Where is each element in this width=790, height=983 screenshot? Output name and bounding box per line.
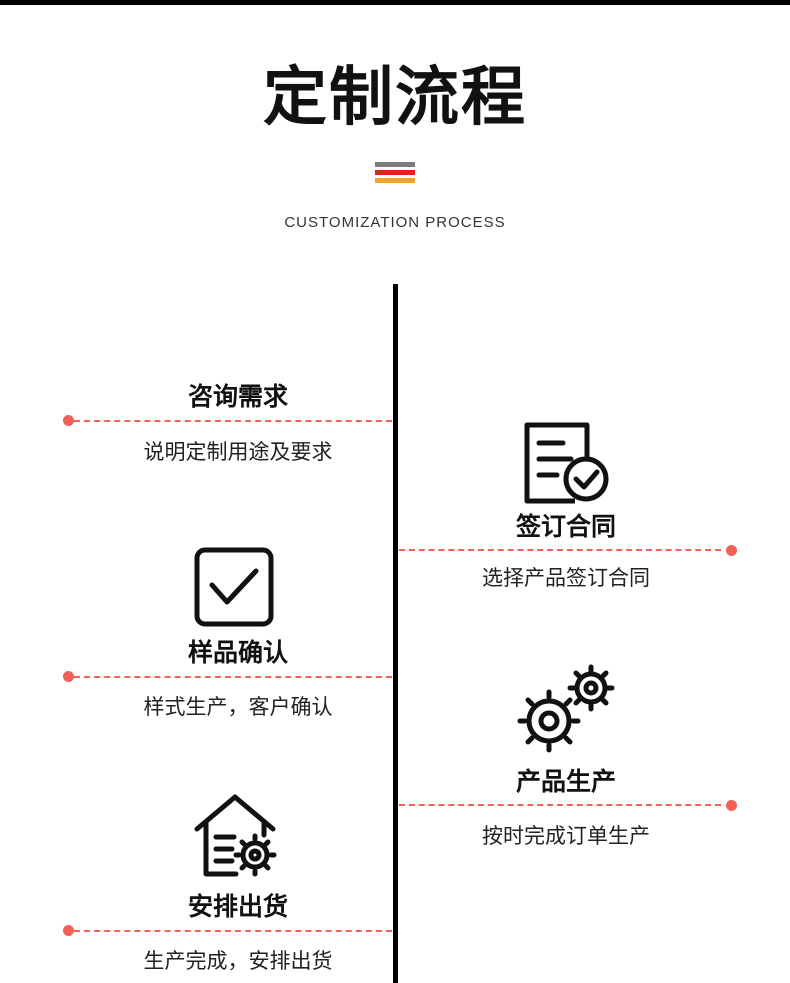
step-4-title: 产品生产 [515, 767, 616, 796]
step-5: 安排出货 [73, 891, 403, 923]
step-1: 咨询需求 [73, 381, 403, 413]
step-2: 签订合同 [401, 511, 731, 543]
step-4-dash [399, 804, 721, 806]
page-title: 定制流程 [263, 61, 527, 135]
checkbox-icon [194, 547, 274, 627]
step-4: 产品生产 [401, 766, 731, 798]
step-2-dash [399, 549, 721, 551]
step-2-title: 签订合同 [515, 512, 616, 541]
gears-icon [517, 664, 615, 753]
step-2-desc: 选择产品签订合同 [482, 566, 650, 590]
title-stripes [375, 162, 415, 186]
step-1-title: 咨询需求 [187, 382, 288, 411]
timeline-line [393, 284, 398, 983]
step-1-dash [74, 420, 392, 422]
contract-check-icon [524, 422, 609, 504]
step-5-title: 安排出货 [187, 892, 288, 921]
step-2-dot [726, 545, 737, 556]
step-1-desc: 说明定制用途及要求 [143, 440, 333, 464]
step-3: 样品确认 [73, 637, 403, 669]
step-4-dot [726, 800, 737, 811]
step-1-dot [63, 415, 74, 426]
step-3-desc: 样式生产，客户确认 [143, 695, 333, 719]
page-subtitle: CUSTOMIZATION PROCESS [284, 214, 506, 231]
step-4-desc: 按时完成订单生产 [482, 824, 650, 848]
warehouse-gear-icon [194, 794, 277, 877]
top-bar [0, 0, 790, 5]
step-3-title: 样品确认 [187, 638, 288, 667]
step-5-dot [63, 925, 74, 936]
step-5-desc: 生产完成，安排出货 [143, 949, 333, 973]
step-5-dash [74, 930, 392, 932]
step-3-dot [63, 671, 74, 682]
step-3-dash [74, 676, 392, 678]
